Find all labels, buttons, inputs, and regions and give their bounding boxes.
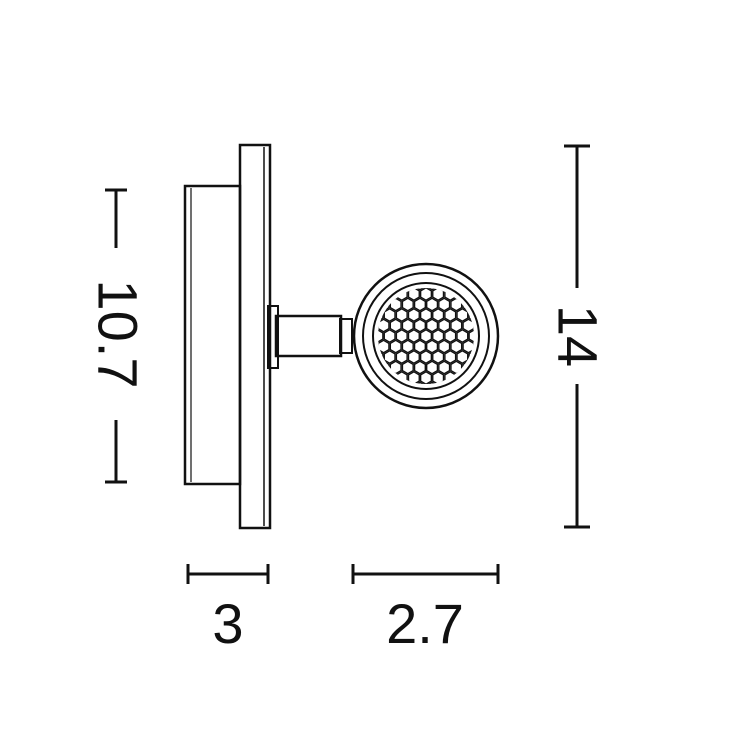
honeycomb-cell: [378, 339, 390, 354]
honeycomb-lens: [378, 288, 474, 384]
honeycomb-cell: [413, 339, 427, 354]
honeycomb-cell: [468, 349, 474, 365]
arm-connector: [267, 305, 353, 369]
honeycomb-cell: [444, 328, 457, 344]
honeycomb-cell: [378, 318, 390, 333]
honeycomb-cell: [456, 307, 469, 323]
honeycomb-cell: [438, 339, 451, 354]
honeycomb-cell: [425, 360, 439, 375]
honeycomb-cell: [407, 328, 420, 344]
dimension-depth-arm: 2.7: [351, 564, 500, 655]
honeycomb-cell: [389, 318, 402, 333]
honeycomb-cell: [389, 297, 402, 312]
honeycomb-cell: [401, 318, 414, 333]
spot-head: [352, 262, 500, 410]
honeycomb-cell: [383, 328, 396, 344]
honeycomb-cell: [413, 318, 427, 333]
honeycomb-cell: [438, 318, 451, 333]
honeycomb-cell: [401, 360, 414, 375]
honeycomb-cell: [378, 328, 384, 344]
honeycomb-cell: [401, 297, 414, 312]
honeycomb-cell: [432, 349, 445, 365]
dimension-label-depth-arm: 2.7: [386, 592, 464, 655]
honeycomb-cell: [450, 360, 463, 375]
honeycomb-cell: [450, 339, 463, 354]
honeycomb-cell: [383, 349, 396, 365]
honeycomb-cell: [413, 288, 427, 291]
honeycomb-cell: [401, 339, 414, 354]
honeycomb-cell: [419, 307, 433, 323]
honeycomb-cell: [425, 297, 439, 312]
dimension-depth-base: 3: [186, 564, 270, 655]
honeycomb-cell: [444, 349, 457, 365]
honeycomb-cell: [413, 297, 427, 312]
honeycomb-cell: [413, 360, 427, 375]
honeycomb-cell: [450, 297, 463, 312]
honeycomb-cell: [378, 349, 384, 365]
base-body: [183, 184, 242, 486]
dimension-label-height-right: 14: [547, 305, 610, 367]
honeycomb-cell: [432, 370, 445, 384]
honeycomb-cell: [407, 307, 420, 323]
base-plate: [238, 143, 272, 530]
honeycomb-cell: [419, 370, 433, 384]
honeycomb-cell: [407, 370, 420, 384]
honeycomb-cell: [419, 349, 433, 365]
honeycomb-cell: [468, 328, 474, 344]
honeycomb-cell: [419, 328, 433, 344]
honeycomb-cell: [462, 339, 474, 354]
honeycomb-cell: [419, 288, 433, 302]
honeycomb-cell: [395, 307, 408, 323]
dimension-height-right: 14: [547, 144, 610, 529]
dimension-height-left: 10.7: [87, 188, 150, 484]
honeycomb-cell: [438, 297, 451, 312]
honeycomb-cell: [450, 318, 463, 333]
honeycomb-cell: [395, 349, 408, 365]
honeycomb-cell: [456, 328, 469, 344]
honeycomb-cell: [456, 349, 469, 365]
dimension-label-depth-base: 3: [212, 592, 243, 655]
honeycomb-cell: [438, 360, 451, 375]
honeycomb-cell: [407, 288, 420, 302]
dimension-label-height-left: 10.7: [87, 280, 150, 389]
honeycomb-cell: [425, 288, 439, 291]
honeycomb-cell: [425, 318, 439, 333]
honeycomb-cell: [389, 360, 402, 375]
honeycomb-cell: [425, 339, 439, 354]
honeycomb-cell: [432, 288, 445, 302]
honeycomb-cell: [432, 328, 445, 344]
honeycomb-cell: [389, 339, 402, 354]
honeycomb-cell: [395, 328, 408, 344]
honeycomb-cell: [462, 318, 474, 333]
honeycomb-cell: [407, 349, 420, 365]
honeycomb-cell: [383, 307, 396, 323]
honeycomb-cell: [444, 307, 457, 323]
honeycomb-cell: [432, 307, 445, 323]
